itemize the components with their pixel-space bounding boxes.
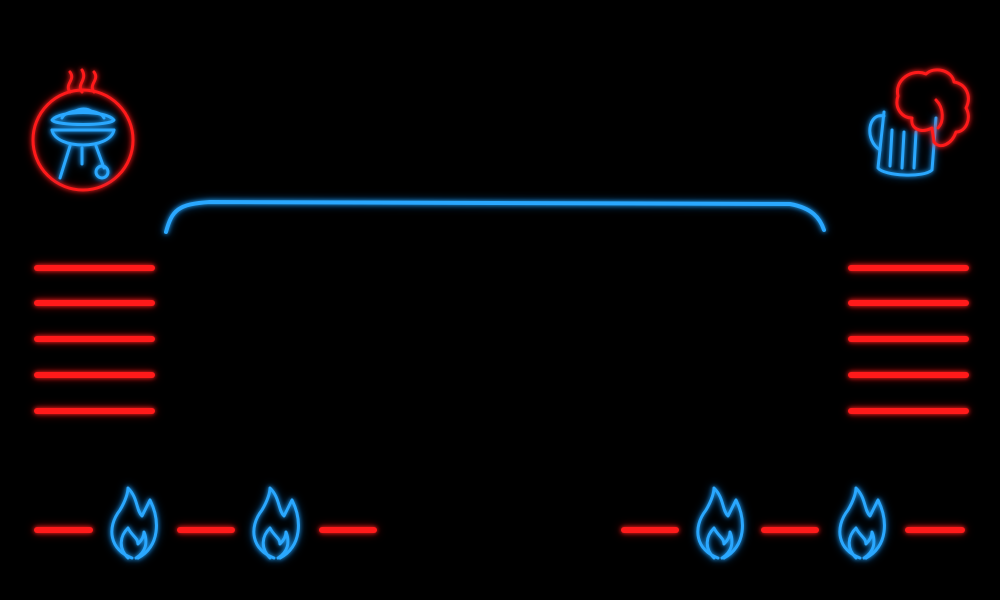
right-bars <box>848 265 969 414</box>
flame-icon <box>838 486 886 560</box>
flame-icon <box>252 486 300 560</box>
left-bars <box>34 265 155 414</box>
flame-icon <box>110 486 158 560</box>
top-frame-line <box>164 199 826 234</box>
flame-icon <box>696 486 744 560</box>
bbq-grill-icon <box>31 68 135 192</box>
beer-mug-icon <box>868 68 970 177</box>
